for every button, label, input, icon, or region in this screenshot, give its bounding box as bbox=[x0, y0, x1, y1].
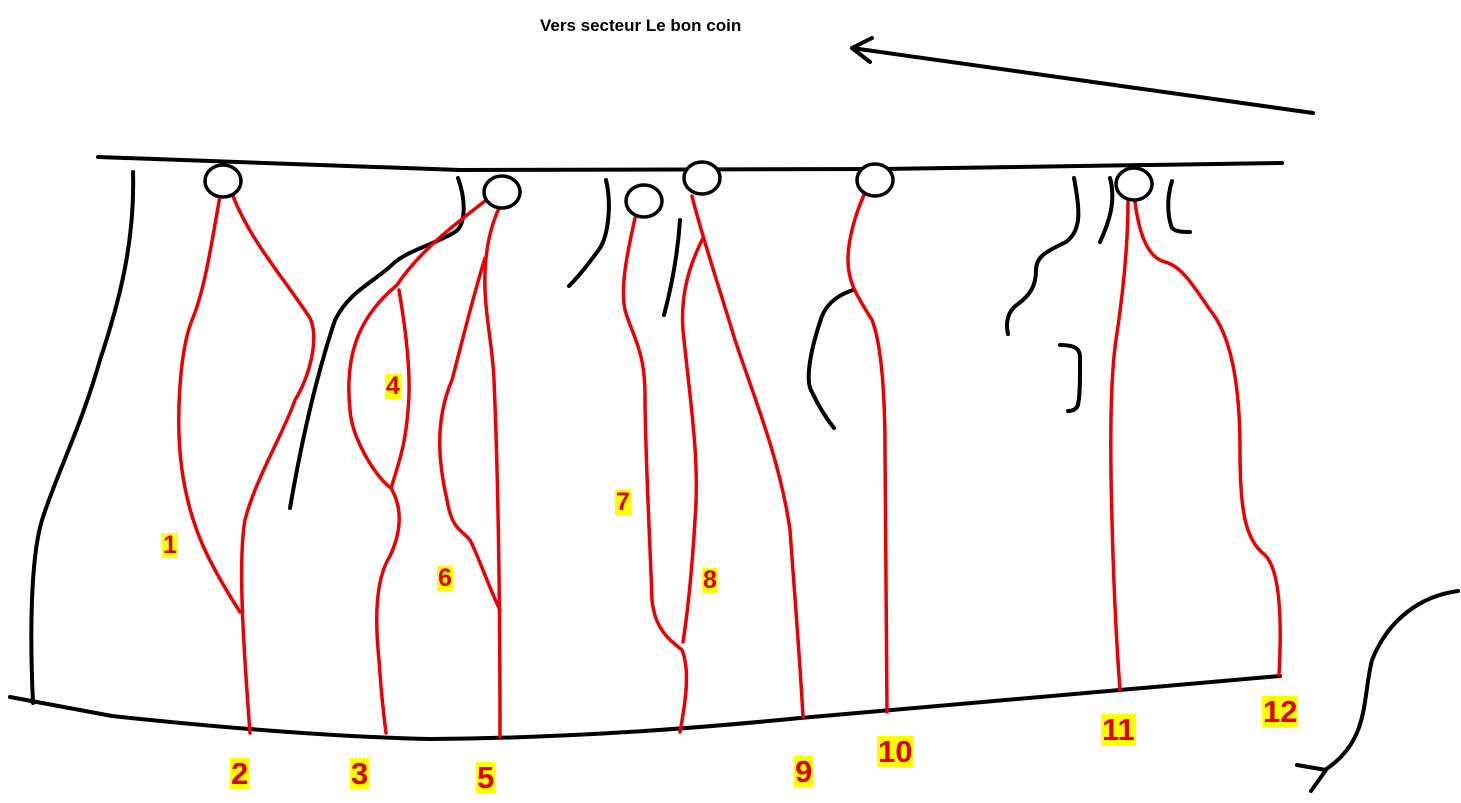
direction-caption: Vers secteur Le bon coin bbox=[540, 16, 742, 35]
anchor-ring bbox=[482, 174, 522, 210]
route-line-2 bbox=[231, 194, 316, 735]
route-line-5 bbox=[483, 202, 503, 739]
route-label-10: 10 bbox=[877, 734, 914, 769]
route-line-7 bbox=[621, 216, 689, 734]
crack-line bbox=[288, 176, 466, 510]
anchor-ring bbox=[624, 183, 664, 219]
anchor-ring bbox=[203, 163, 243, 199]
route-label-11: 11 bbox=[1101, 712, 1136, 747]
route-line-11 bbox=[1109, 200, 1130, 692]
route-line-8 bbox=[680, 236, 705, 644]
route-line-6 bbox=[438, 256, 502, 612]
route-label-5: 5 bbox=[476, 760, 496, 795]
route-line-3 bbox=[347, 193, 495, 735]
anchor-ring bbox=[855, 162, 895, 198]
route-label-3: 3 bbox=[350, 756, 370, 791]
route-label-1: 1 bbox=[162, 531, 178, 559]
crack-line bbox=[1005, 176, 1081, 336]
route-label-6: 6 bbox=[437, 564, 453, 592]
route-label-8: 8 bbox=[702, 566, 718, 594]
crack-line bbox=[1058, 343, 1082, 413]
cliff-bottom-line bbox=[8, 674, 1282, 741]
arrow-up-left-icon bbox=[850, 36, 1315, 115]
crack-line bbox=[806, 288, 855, 430]
route-label-12: 12 bbox=[1262, 694, 1299, 729]
route-line-4 bbox=[389, 288, 411, 490]
route-label-7: 7 bbox=[615, 488, 631, 516]
route-label-9: 9 bbox=[794, 754, 814, 789]
route-label-4: 4 bbox=[385, 372, 401, 400]
cliff-left-edge bbox=[29, 170, 136, 705]
route-line-1 bbox=[177, 194, 242, 614]
crack-line bbox=[567, 178, 611, 288]
anchor-ring bbox=[1114, 166, 1154, 202]
crack-line bbox=[1098, 176, 1115, 244]
crack-line bbox=[1166, 179, 1192, 234]
arrow-curved-down-icon bbox=[1295, 589, 1460, 793]
cliff-top-line bbox=[96, 155, 1284, 172]
route-line-12 bbox=[1133, 200, 1282, 677]
anchor-ring bbox=[682, 160, 722, 196]
route-line-9 bbox=[690, 194, 805, 719]
crack-line bbox=[662, 218, 682, 317]
route-line-10 bbox=[846, 193, 889, 714]
route-label-2: 2 bbox=[230, 756, 250, 791]
